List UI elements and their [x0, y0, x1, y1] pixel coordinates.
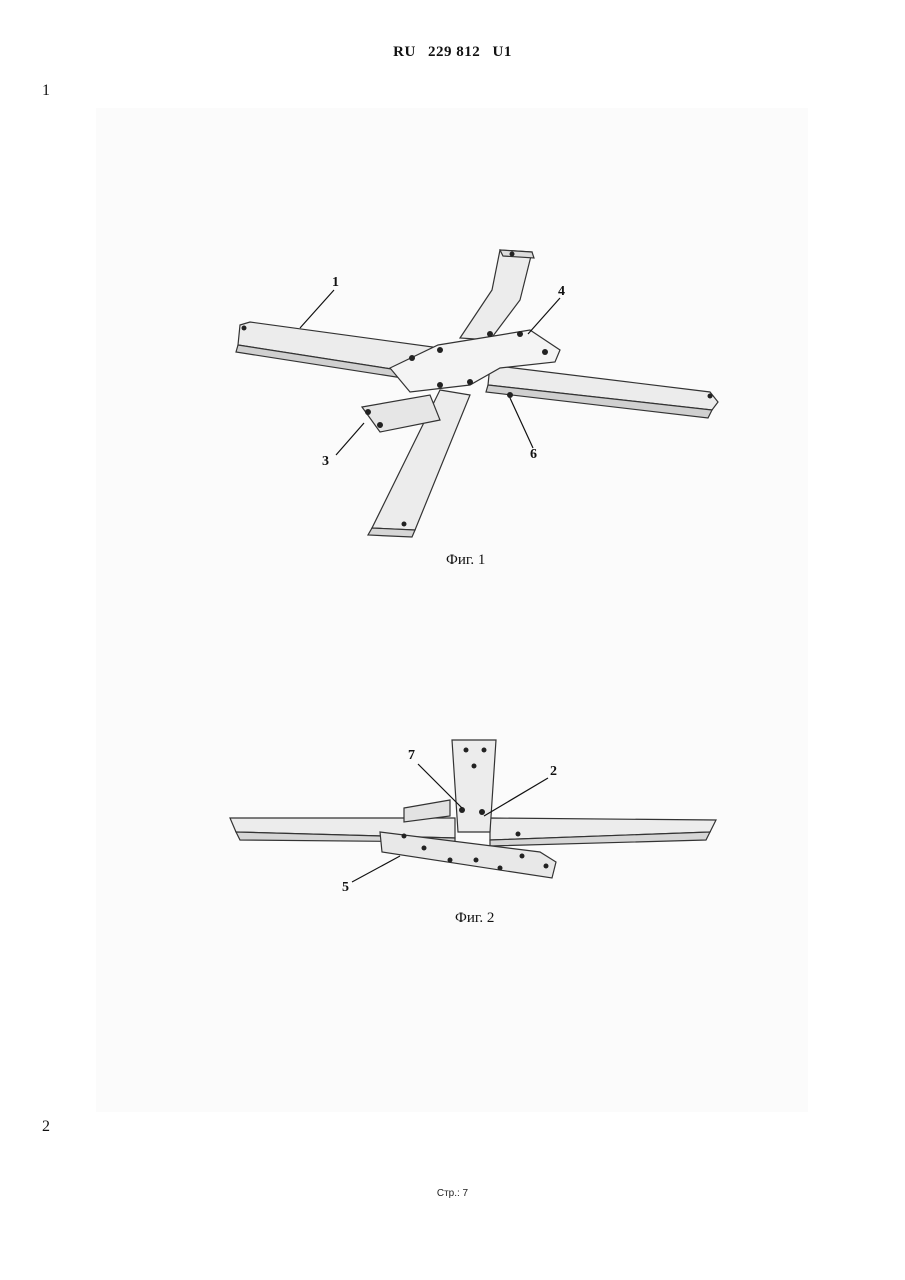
callout-7: 7 — [408, 748, 415, 763]
drawing-sheet — [96, 108, 808, 1112]
callout-5: 5 — [342, 880, 349, 895]
callout-4: 4 — [558, 284, 565, 299]
header-country: RU — [393, 44, 416, 60]
callout-2: 2 — [550, 764, 557, 779]
header-number: 229 812 — [428, 44, 481, 60]
margin-number-bottom: 2 — [42, 1118, 50, 1135]
figure-2-caption: Фиг. 2 — [455, 910, 495, 926]
header-kind: U1 — [492, 44, 512, 60]
callout-6: 6 — [530, 447, 537, 462]
margin-number-top: 1 — [42, 82, 50, 99]
callout-1: 1 — [332, 275, 339, 290]
document-header: RU 229 812 U1 — [0, 44, 905, 61]
figure-1-caption: Фиг. 1 — [446, 552, 486, 568]
page-footer: Стр.: 7 — [436, 1188, 469, 1199]
callout-3: 3 — [322, 454, 329, 469]
